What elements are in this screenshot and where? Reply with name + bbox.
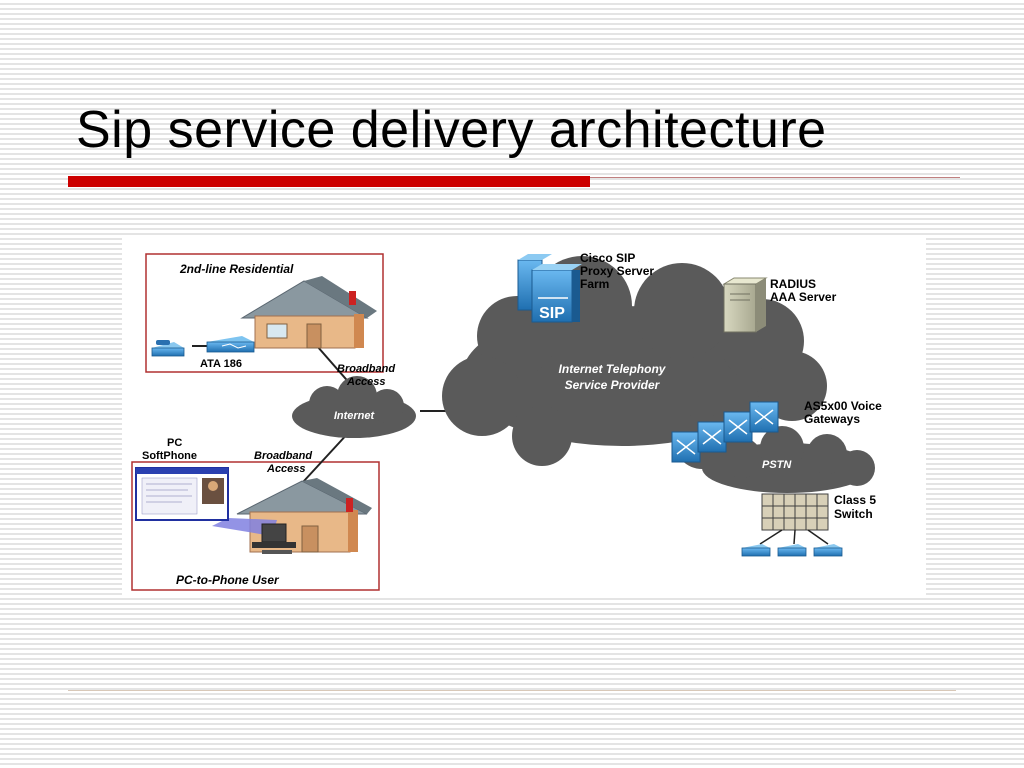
- pstn-cloud: [702, 426, 875, 493]
- radius-label-line2: AAA Server: [770, 290, 837, 304]
- slide-title: Sip service delivery architecture: [76, 101, 827, 159]
- broadband-access-bottom-line2: Access: [266, 463, 306, 475]
- gateways-label-line2: Gateways: [804, 412, 860, 426]
- class5-label-line1: Class 5: [834, 493, 876, 507]
- sip-proxy-label-line1: Cisco SIP: [580, 251, 635, 265]
- itsp-label-line1: Internet Telephony: [559, 362, 667, 376]
- architecture-diagram: 2nd-line Residential PC-to-Phone User In…: [122, 236, 926, 598]
- gateways-label-line1: AS5x00 Voice: [804, 399, 882, 413]
- softphone-screen-icon: [135, 467, 277, 536]
- sip-proxy-label-line2: Proxy Server: [580, 264, 654, 278]
- pstn-label: PSTN: [762, 459, 792, 471]
- footer-rule: [68, 690, 956, 691]
- house-residential-icon: [240, 276, 377, 349]
- broadband-access-bottom-line1: Broadband: [254, 450, 312, 462]
- internet-cloud: [292, 376, 416, 438]
- title-underline-bar: [68, 176, 590, 187]
- radius-label-line1: RADIUS: [770, 277, 816, 291]
- switch-phone-lines: [759, 529, 829, 545]
- radius-server-icon: [722, 277, 768, 333]
- broadband-access-top-line2: Access: [346, 376, 386, 388]
- class5-label-line2: Switch: [834, 507, 873, 521]
- pstn-phones-icon: [741, 544, 843, 557]
- internet-label: Internet: [334, 410, 376, 422]
- ata-186-device-icon: [206, 336, 255, 353]
- pc-to-phone-label: PC-to-Phone User: [176, 573, 280, 587]
- title-underline-thin: [590, 177, 960, 178]
- pc-computer-icon: [252, 523, 296, 554]
- residential-box-label: 2nd-line Residential: [179, 262, 294, 276]
- residential-box: [145, 253, 384, 373]
- ata-label: ATA 186: [200, 358, 242, 370]
- sip-proxy-label-line3: Farm: [580, 277, 609, 291]
- pc-softphone-label-line1: PC: [167, 437, 182, 449]
- phone-icon: [151, 340, 185, 357]
- broadband-access-top-line1: Broadband: [337, 363, 395, 375]
- class5-switch-icon: [761, 493, 829, 531]
- house-pc-user-icon: [236, 478, 372, 553]
- pc-to-phone-box: [131, 461, 380, 591]
- voice-gateways-icon: [671, 401, 779, 463]
- itsp-label-line2: Service Provider: [565, 378, 661, 392]
- pc-softphone-label-line2: SoftPhone: [142, 450, 197, 462]
- sip-logo-text: SIP: [539, 305, 565, 322]
- sip-proxy-server-farm-icon: SIP: [517, 254, 582, 323]
